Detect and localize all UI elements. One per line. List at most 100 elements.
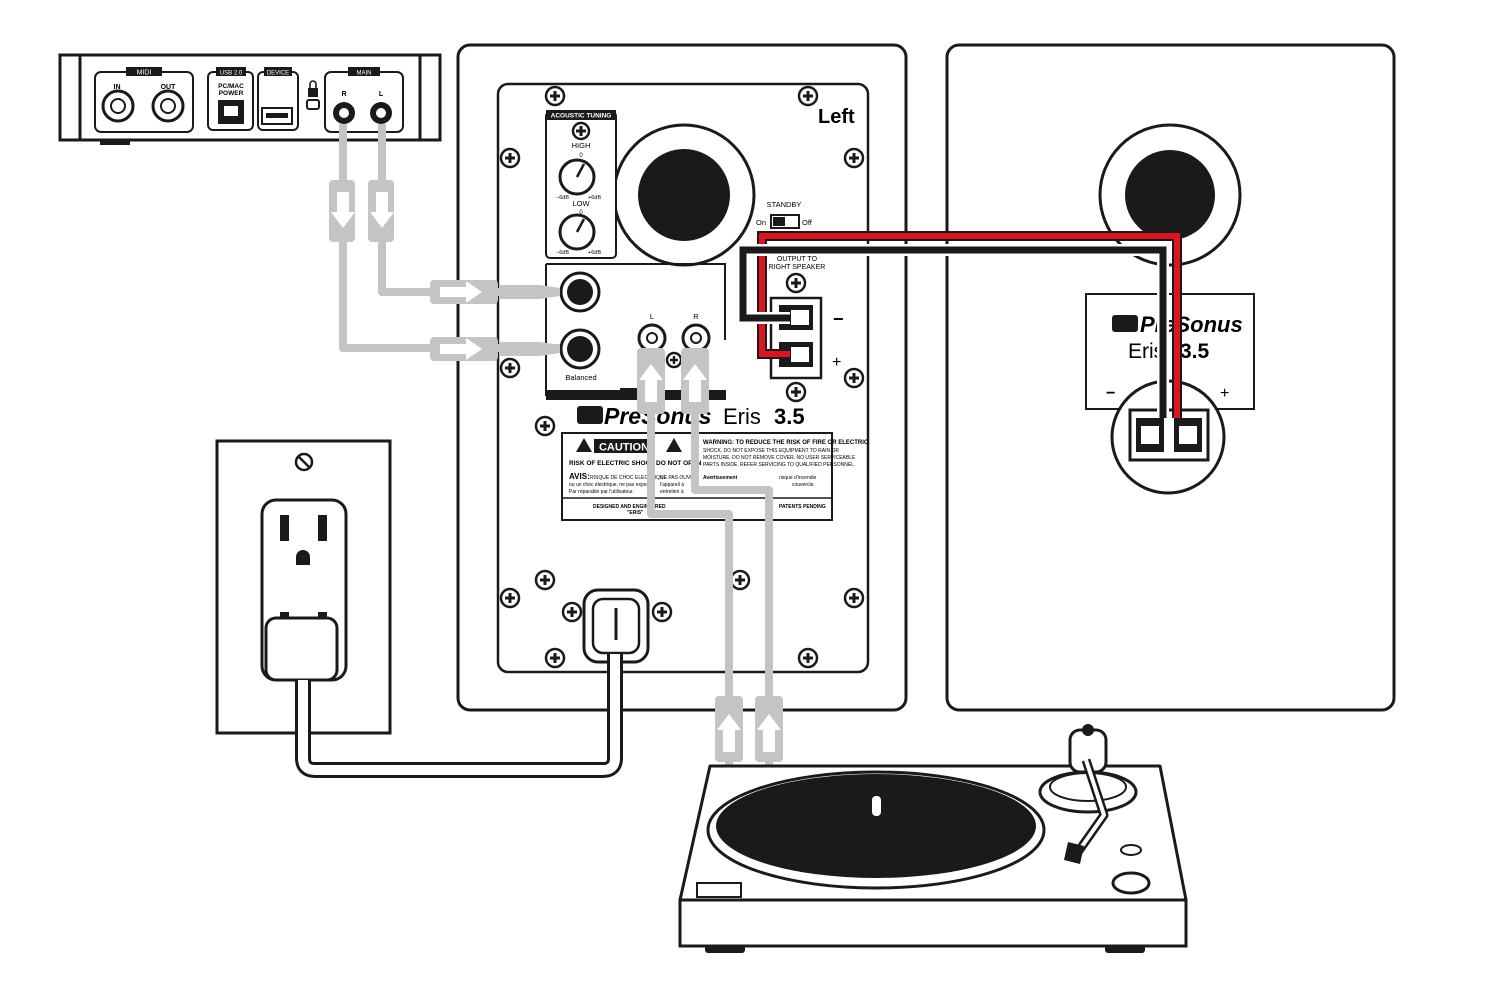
standby-switch-group: STANDBY On Off [756,200,813,229]
high-label: HIGH [572,141,591,150]
arrow-up-icon [757,714,781,752]
high-max-label: +6dB [588,195,601,201]
screw-icon [785,381,807,403]
speaker-wire [737,231,1182,418]
output-to-label: OUTPUT TO [777,256,818,263]
risk-text: RISK OF ELECTRIC SHOCK [569,460,655,467]
terminal-minus-sign: − [833,309,844,329]
trs-cables [329,124,560,361]
avis-line-1: RISQUE DE CHOC ELECTRIQUE [590,475,668,481]
right-speaker: PreSonus Eris 3.5 − + [945,43,1396,712]
screw-icon [651,601,673,623]
screw-icon [499,147,521,169]
right-model-name: Eris [1128,340,1164,363]
warning-triangle-icon [576,438,592,452]
rca-r-label: R [693,312,699,321]
rca-cables [637,348,783,770]
arrow-right-icon [440,281,482,303]
patents-text: PATENTS PENDING [779,504,826,510]
arrow-up-icon [639,364,663,402]
caution-title: CAUTION [599,442,649,454]
avert-line-6: couvercle. [792,482,815,488]
device-section-label: DEVICE [267,71,289,77]
avert-line-5: risque d'incendie [779,475,817,481]
main-section-label: MAIN [357,71,372,77]
screw-icon [499,357,521,379]
warning-triangle-icon [666,438,682,452]
screw-icon [665,351,683,369]
rca-l-label: L [650,312,654,321]
screw-icon [534,569,556,591]
standby-on-label: On [756,218,766,227]
screw-icon [294,452,314,472]
right-brand-name: PreSonus [1140,312,1243,337]
usb-section-label: USB 2.0 [220,71,243,77]
right-minus-sign: − [1106,385,1115,402]
screw-icon [499,587,521,609]
lock-icon [308,80,318,97]
right-model-number: 3.5 [1180,340,1210,363]
main-l-label: L [379,91,384,98]
main-r-label: R [341,91,346,98]
right-plus-sign: + [1220,385,1229,402]
screw-icon [797,85,819,107]
terminal-plus-sign: + [832,354,841,371]
avert-line-4: Avertissement [703,475,738,481]
avis-line-2: ou un choc électrique, ne pas exposer [569,482,654,488]
high-zero-label: 0 [579,153,583,159]
avert-line-3: entretien à [660,489,684,495]
avert-line-1: NE PAS OUVRIR [660,475,699,481]
model-number: 3.5 [774,404,805,429]
arrow-right-icon [440,338,482,360]
midi-out-port[interactable] [151,89,185,123]
designed-text: DESIGNED AND ENGINEERED [593,504,666,510]
midi-out-label: OUT [161,84,177,91]
screw-icon [843,147,865,169]
turntable [678,724,1188,953]
power-inlet [582,588,650,664]
screw-icon [843,367,865,389]
speaker-output-terminal: OUTPUT TO RIGHT SPEAKER − + [769,256,844,403]
tonearm [1038,724,1151,895]
avis-line-3: Par réparable par l'utilisateur. [569,489,634,495]
right-brand-logo: PreSonus Eris 3.5 [1112,312,1243,363]
input-panel: Balanced L R [545,263,726,400]
power-plug [264,616,339,682]
warning-line-1: WARNING: TO REDUCE THE RISK OF FIRE OR E… [703,440,869,446]
standby-label: STANDBY [767,200,802,209]
avis-label: AVIS: [569,472,590,481]
midi-section-label: MIDI [137,70,152,77]
arrow-up-icon [717,714,741,752]
warning-line-4: PARTS INSIDE. REFER SERVICING TO QUALIFI… [703,462,855,468]
usb-label-power: POWER [219,90,244,97]
screw-icon [534,415,556,437]
standby-off-label: Off [802,218,813,227]
acoustic-tuning-title: ACOUSTIC TUNING [551,113,612,120]
rca-input-l[interactable] [637,323,667,353]
record [716,774,1036,878]
usb-label-pc-mac: PC/MAC [218,83,244,90]
arrow-down-icon [331,192,355,228]
low-label: LOW [572,199,590,208]
low-max-label: +6dB [588,250,601,256]
rca-input-r[interactable] [681,323,711,353]
do-not-open-text: DO NOT OPEN [656,460,702,467]
speaker-side-label: Left [818,106,855,128]
audio-interface: MIDI IN OUT USB 2.0 PC/MAC POWER DEVICE … [58,53,442,145]
low-min-label: −6dB [556,250,569,256]
midi-in-label: IN [114,84,121,91]
warning-line-2: SHOCK, DO NOT EXPOSE THIS EQUIPMENT TO R… [703,448,839,454]
caution-label: CAUTION RISK OF ELECTRIC SHOCK DO NOT OP… [561,432,869,521]
balanced-label: Balanced [565,373,596,382]
arrow-down-icon [370,192,394,228]
screw-icon [544,647,566,669]
spindle [872,796,881,816]
acoustic-tuning-panel: ACOUSTIC TUNING HIGH 0 −6dB +6dB LOW 0 −… [545,110,617,259]
midi-in-port[interactable] [101,89,135,123]
screw-icon [561,601,583,623]
screw-icon [785,272,807,294]
device-usb-port[interactable] [261,107,293,125]
model-name: Eris [723,404,761,429]
